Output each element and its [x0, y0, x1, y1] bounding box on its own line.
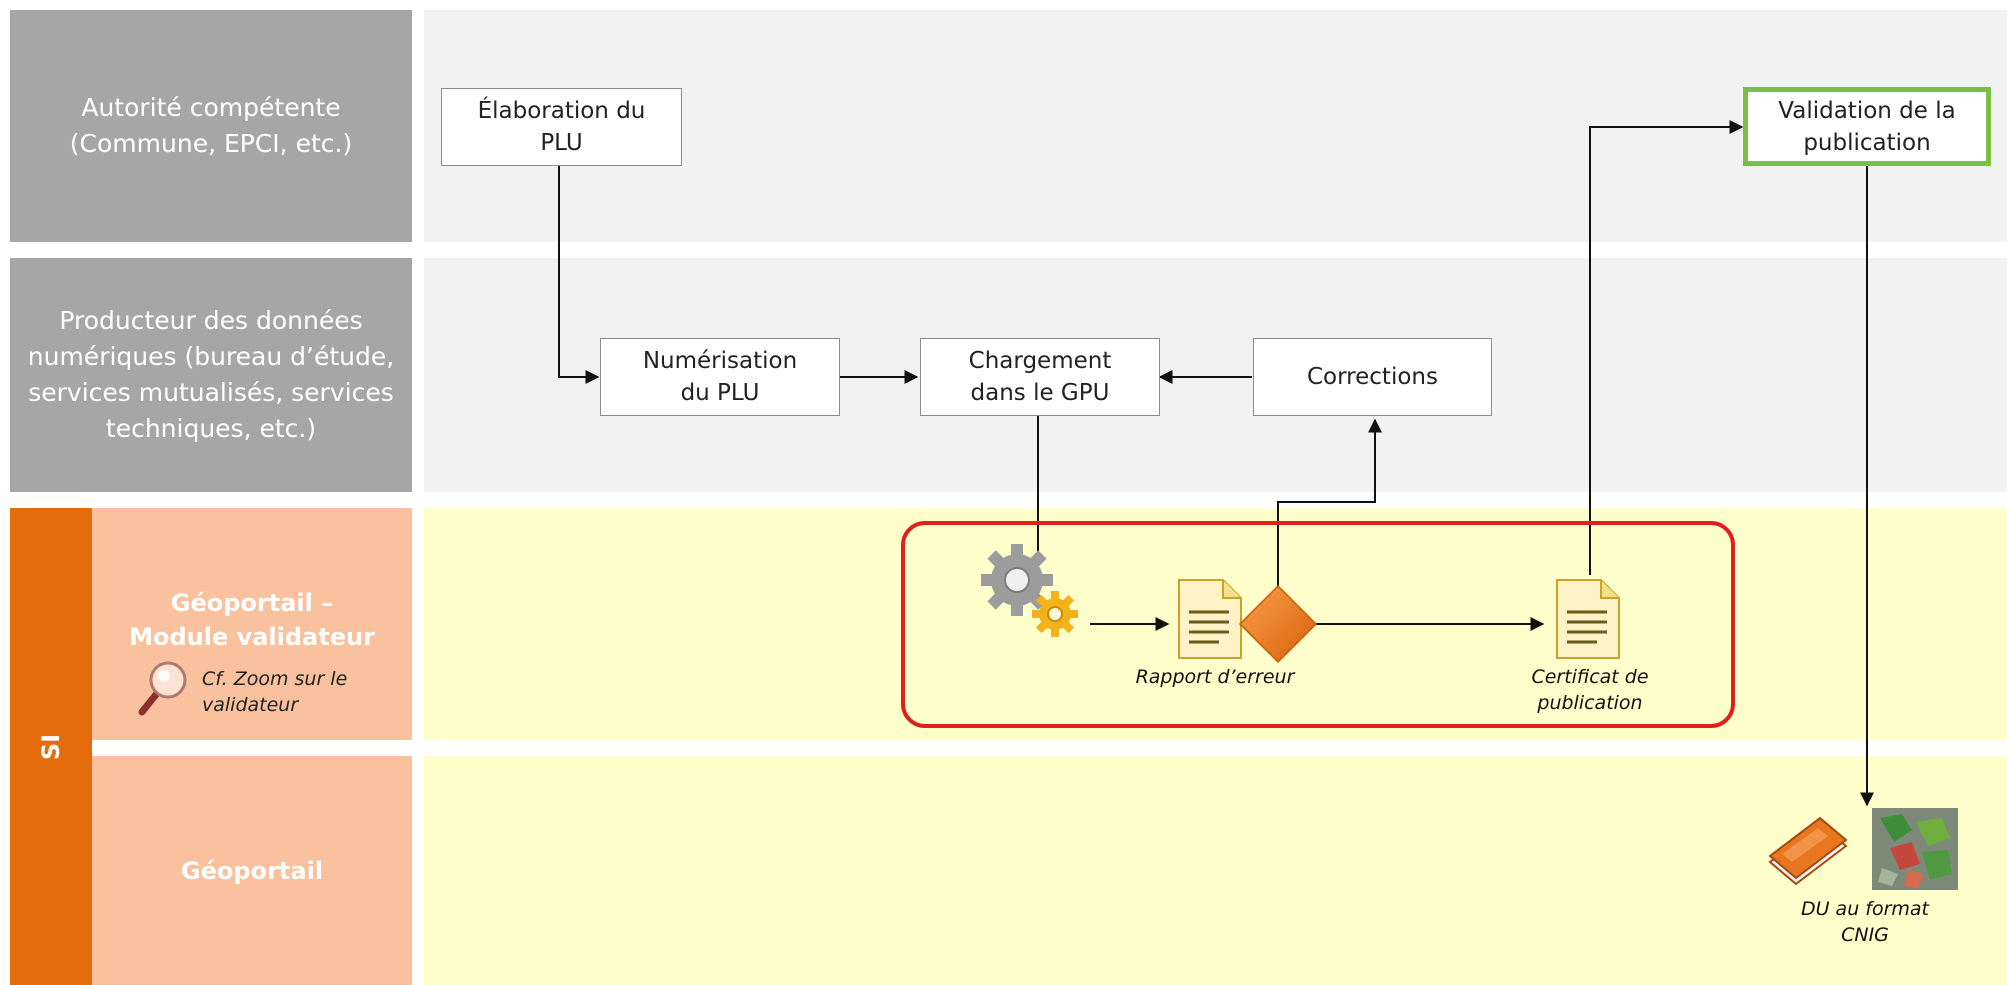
du-format-caption: DU au format CNIG [1800, 898, 1930, 946]
decision-diamond-icon [1238, 584, 1318, 664]
step-validation[interactable]: Validation de la publication [1743, 87, 1991, 166]
certificat-caption: Certificat de publication [1531, 666, 1649, 714]
lane-geoportail-header: Géoportail [92, 756, 412, 985]
lane-geoportail-label: Géoportail [180, 856, 324, 885]
lane-autorite-header: Autorité compétente (Commune, EPCI, etc.… [10, 10, 412, 242]
lane-geoportail-body [424, 756, 2007, 985]
lane-autorite-label: Autorité compétente (Commune, EPCI, etc.… [69, 93, 353, 158]
step-corrections-label: Corrections [1307, 364, 1438, 390]
lane-validateur-header: Géoportail – Module validateur Cf. Zoom … [92, 508, 412, 740]
step-chargement-label: Chargement dans le GPU [968, 348, 1112, 406]
step-validation-label: Validation de la publication [1778, 97, 1956, 156]
rapport-document-icon [1178, 579, 1242, 659]
step-chargement[interactable]: Chargement dans le GPU [920, 338, 1160, 416]
step-elaboration-label: Élaboration du PLU [477, 98, 646, 156]
lane-producteur-header: Producteur des données numériques (burea… [10, 258, 412, 492]
lane-producteur-label: Producteur des données numériques (burea… [27, 306, 395, 443]
step-corrections[interactable]: Corrections [1253, 338, 1492, 416]
book-icon [1768, 816, 1848, 886]
arrow-diamond-corrections [1277, 418, 1382, 588]
certificat-document-icon [1556, 579, 1620, 659]
arrow-certificat-validation [1589, 120, 1744, 575]
lane-si-header: SI [10, 508, 92, 985]
rapport-caption: Rapport d’erreur [1135, 666, 1295, 688]
step-numerisation[interactable]: Numérisation du PLU [600, 338, 840, 416]
arrow-elaboration-numerisation [558, 166, 600, 384]
validator-highlight-frame [901, 521, 1735, 728]
step-numerisation-label: Numérisation du PLU [642, 348, 798, 406]
lane-validateur-title: Géoportail – Module validateur [129, 589, 375, 651]
gears-icon [981, 544, 1078, 637]
magnifier-icon[interactable] [134, 658, 194, 718]
step-elaboration[interactable]: Élaboration du PLU [441, 88, 682, 166]
map-icon [1872, 808, 1958, 890]
validateur-zoom-link[interactable]: Cf. Zoom sur le validateur [202, 668, 348, 716]
